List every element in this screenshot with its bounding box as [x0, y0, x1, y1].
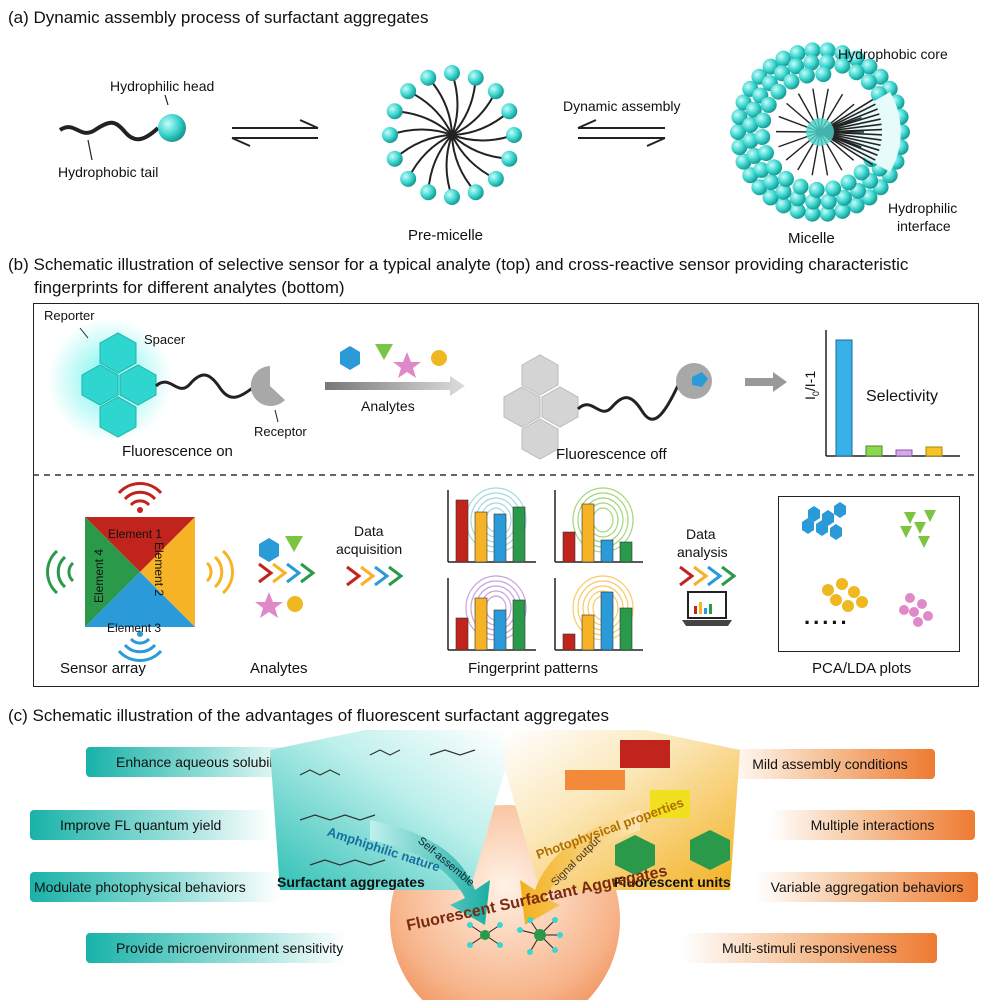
element1-label: Element 1 — [108, 527, 163, 541]
fluorescent-sensor-off — [503, 354, 712, 460]
section-a-title: (a) Dynamic assembly process of surfacta… — [8, 8, 429, 27]
analytes-arrow-label: Analytes — [361, 398, 415, 414]
pre-micelle-label: Pre-micelle — [408, 227, 484, 244]
pre-micelle-graphic — [382, 65, 522, 205]
pca-lda-label: PCA/LDA plots — [812, 660, 912, 677]
analytes-group — [255, 536, 303, 618]
advantage-left-1: Enhance aqueous solubility — [86, 747, 301, 777]
chevrons-1 — [258, 562, 316, 584]
yaxis-label: I0/I-1 — [802, 370, 821, 400]
spacer-label: Spacer — [144, 332, 186, 347]
bar-green — [865, 445, 883, 457]
fluorescence-on-label: Fluorescence on — [122, 443, 233, 460]
panel-divider — [33, 474, 977, 476]
hydrophilic-head-label: Hydrophilic head — [110, 78, 215, 94]
section-b-title-line1: (b) Schematic illustration of selective … — [8, 255, 909, 274]
hydrophobic-tail-label: Hydrophobic tail — [58, 164, 159, 180]
section-c-title: (c) Schematic illustration of the advant… — [8, 706, 609, 725]
chevrons-3 — [679, 565, 737, 587]
analytes-arrow — [325, 344, 465, 396]
fluorescent-units-label: Fluorescent units — [614, 874, 731, 890]
micelle-label: Micelle — [788, 230, 835, 247]
hydrophilic-interface-label-1: Hydrophilic — [888, 200, 958, 216]
laptop-icon — [682, 591, 732, 626]
selectivity-chart — [825, 330, 960, 457]
advantage-right-3: Variable aggregation behaviors — [756, 872, 978, 902]
sensor-array-graphic — [46, 482, 234, 662]
result-arrow — [745, 372, 787, 392]
fingerprint-pattern-3 — [447, 575, 536, 651]
advantage-right-2: Multiple interactions — [770, 810, 975, 840]
data-acquisition-label-1: Data — [354, 523, 384, 539]
bar-purple — [895, 449, 913, 457]
surfactant-molecule — [58, 94, 666, 161]
data-analysis-label-2: analysis — [677, 544, 728, 560]
micelle-graphic — [730, 42, 910, 222]
element3-label: Element 3 — [107, 621, 162, 635]
bar-yellow — [925, 446, 943, 457]
hydrophilic-interface-label-2: interface — [897, 218, 951, 234]
element2-label: Element 2 — [152, 542, 166, 597]
fingerprint-patterns-label: Fingerprint patterns — [468, 660, 599, 677]
pca-clusters — [802, 502, 936, 627]
fingerprint-pattern-4 — [554, 575, 643, 651]
element4-label: Element 4 — [92, 548, 106, 603]
fingerprint-pattern-2 — [554, 487, 643, 563]
pca-lda-box — [778, 496, 960, 652]
receptor-label: Receptor — [254, 424, 307, 439]
fluorescence-off-label: Fluorescence off — [556, 446, 667, 463]
sensor-array-label: Sensor array — [60, 660, 146, 677]
selectivity-label: Selectivity — [866, 388, 939, 405]
advantage-left-4: Provide microenvironment sensitivity — [86, 933, 346, 963]
pca-ellipsis: ..... — [804, 604, 850, 629]
analytes-label: Analytes — [250, 660, 308, 677]
surfactant-aggregates-label: Surfactant aggregates — [277, 874, 425, 890]
advantage-left-3: Modulate photophysical behaviors — [30, 872, 280, 902]
advantage-right-1: Mild assembly conditions — [725, 749, 935, 779]
data-acquisition-label-2: acquisition — [336, 541, 403, 557]
advantage-right-4: Multi-stimuli responsiveness — [682, 933, 937, 963]
hydrophobic-core-label: Hydrophobic core — [838, 46, 948, 62]
reporter-label: Reporter — [44, 308, 95, 323]
fluorescent-sensor-on — [48, 318, 285, 442]
dynamic-assembly-label: Dynamic assembly — [563, 98, 681, 114]
sensor-panel — [33, 303, 979, 687]
fingerprint-pattern-1 — [447, 487, 536, 563]
advantage-left-2: Improve FL quantum yield — [30, 810, 270, 840]
chevrons-2 — [346, 565, 404, 587]
section-b-title-line2: fingerprints for different analytes (bot… — [34, 278, 345, 297]
fluorescent-surfactant-graphic — [270, 730, 740, 1000]
bar-blue — [835, 339, 853, 457]
data-analysis-label-1: Data — [686, 526, 716, 542]
